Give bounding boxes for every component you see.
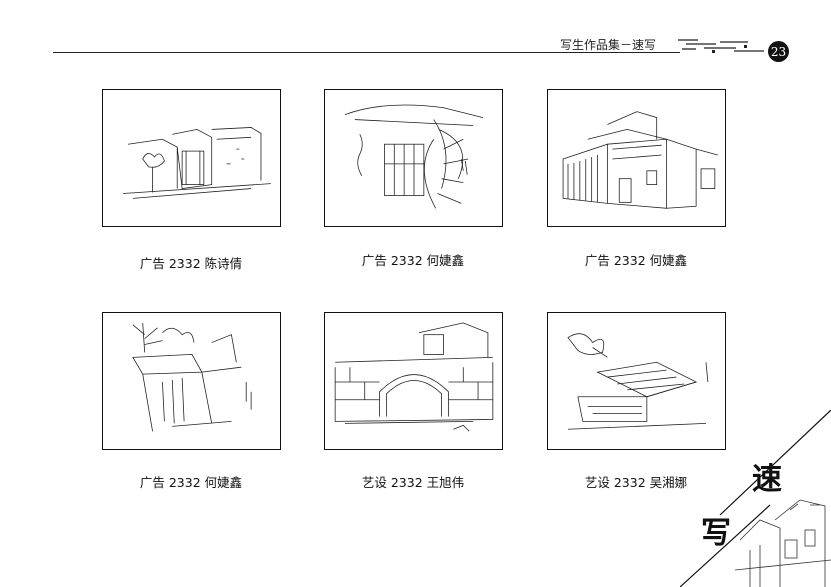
caption-5: 艺设 2332 王旭伟 — [361, 475, 465, 490]
header-ornament — [678, 39, 764, 53]
sketch-image-3 — [547, 89, 726, 227]
sketch-image-2 — [324, 89, 503, 227]
sketch-image-1 — [102, 89, 281, 227]
corner-char-bottom: 写 — [701, 516, 731, 551]
caption-2: 广告 2332 何婕鑫 — [361, 253, 465, 268]
caption-6: 艺设 2332 吴湘娜 — [584, 475, 688, 490]
header-rule — [53, 52, 680, 53]
sketch-image-5 — [324, 312, 503, 450]
caption-3: 广告 2332 何婕鑫 — [584, 253, 688, 268]
caption-4: 广告 2332 何婕鑫 — [139, 475, 243, 490]
sketch-image-6 — [547, 312, 726, 450]
sketch-image-4 — [102, 312, 281, 450]
corner-village-sketch — [680, 410, 831, 587]
header-title: 写生作品集－速写 — [560, 38, 657, 52]
page-number-badge: 23 — [768, 41, 789, 62]
caption-1: 广告 2332 陈诗倩 — [139, 256, 243, 271]
corner-char-top: 速 — [752, 462, 782, 497]
